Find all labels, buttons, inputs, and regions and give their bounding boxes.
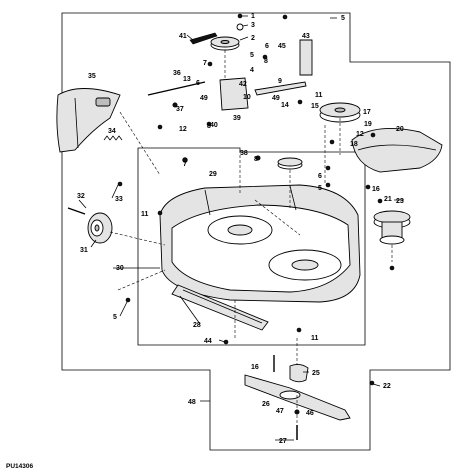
callout-39: 39 [233, 115, 241, 122]
callout-34: 34 [108, 128, 116, 135]
callout-28: 28 [193, 322, 201, 329]
callout-26: 26 [262, 401, 270, 408]
callout-37: 37 [176, 106, 184, 113]
callout-9: 9 [278, 78, 282, 85]
leader-lines [109, 50, 393, 425]
callout-16a: 16 [372, 186, 380, 193]
callout-17: 17 [363, 109, 371, 116]
figure-reference: PU14306 [6, 463, 33, 470]
callout-33: 33 [115, 196, 123, 203]
callout-3: 3 [251, 22, 255, 29]
callout-20: 20 [396, 126, 404, 133]
callout-leaders [78, 15, 404, 441]
callout-11b: 11 [141, 211, 149, 218]
blade-hub [289, 363, 309, 383]
callout-38: 38 [240, 150, 248, 157]
callout-32: 32 [77, 193, 85, 200]
idler-pulley-top [210, 36, 240, 51]
callout-40: 40 [210, 122, 218, 129]
callout-12a: 12 [179, 126, 187, 133]
callout-11a: 11 [315, 92, 323, 99]
callout-25: 25 [312, 370, 320, 377]
callout-43: 43 [302, 33, 310, 40]
callout-11c: 11 [311, 335, 319, 342]
callout-16b: 16 [251, 364, 259, 371]
callout-46: 46 [306, 410, 314, 417]
callout-5b: 5 [341, 15, 345, 22]
callout-7b: 7 [183, 161, 187, 168]
callout-21: 21 [384, 196, 392, 203]
deflector-spring [103, 135, 123, 141]
callout-15: 15 [311, 103, 319, 110]
callout-6b: 6 [265, 43, 269, 50]
callout-41: 41 [179, 33, 187, 40]
callout-1: 1 [251, 13, 255, 20]
tension-arm [254, 81, 307, 96]
idler-bracket-assembly [219, 77, 249, 111]
wheel-bolt [67, 207, 86, 215]
callout-5d: 5 [113, 314, 117, 321]
callout-4: 4 [250, 67, 254, 74]
callout-44: 44 [204, 338, 212, 345]
idler-pulley-center [277, 157, 303, 170]
callout-49a: 49 [200, 95, 208, 102]
callout-8a: 8 [264, 58, 268, 65]
callout-5a: 5 [250, 52, 254, 59]
callout-10: 10 [243, 94, 251, 101]
callout-8b: 8 [207, 123, 211, 130]
callout-labels: 1 2 3 4 5 5 5 5 6 6 6 7 7 8 8 8 9 10 11 … [77, 13, 404, 445]
callout-45: 45 [278, 43, 286, 50]
callout-42: 42 [239, 81, 247, 88]
gauge-wheel [87, 212, 113, 244]
callout-23: 23 [396, 198, 404, 205]
callout-22: 22 [383, 383, 391, 390]
callout-29: 29 [209, 171, 217, 178]
callout-35: 35 [88, 73, 96, 80]
control-rod [147, 81, 206, 96]
spindle-pulley [373, 210, 411, 245]
callout-8c: 8 [254, 156, 258, 163]
callout-30: 30 [116, 265, 124, 272]
callout-31: 31 [80, 247, 88, 254]
idler-arm [189, 32, 218, 45]
callout-47: 47 [276, 408, 284, 415]
callout-5c: 5 [318, 185, 322, 192]
callout-6a: 6 [196, 80, 200, 87]
callout-19: 19 [364, 121, 372, 128]
callout-48: 48 [188, 399, 196, 406]
callout-18: 18 [350, 141, 358, 148]
callout-36: 36 [173, 70, 181, 77]
callout-13: 13 [183, 76, 191, 83]
callout-2: 2 [251, 35, 255, 42]
belt-shield [351, 127, 443, 173]
callout-27: 27 [279, 438, 287, 445]
callout-6c: 6 [318, 173, 322, 180]
assembly-frame [61, 12, 451, 451]
callout-12b: 12 [356, 131, 364, 138]
drive-pulley-right [319, 102, 361, 123]
discharge-deflector [56, 88, 121, 153]
callout-49b: 49 [272, 95, 280, 102]
callout-7a: 7 [203, 60, 207, 67]
callout-14: 14 [281, 102, 289, 109]
mower-blade [244, 374, 351, 421]
mounting-bracket [299, 39, 313, 76]
discharge-baffle [171, 284, 269, 331]
mower-deck-shell [159, 184, 361, 303]
